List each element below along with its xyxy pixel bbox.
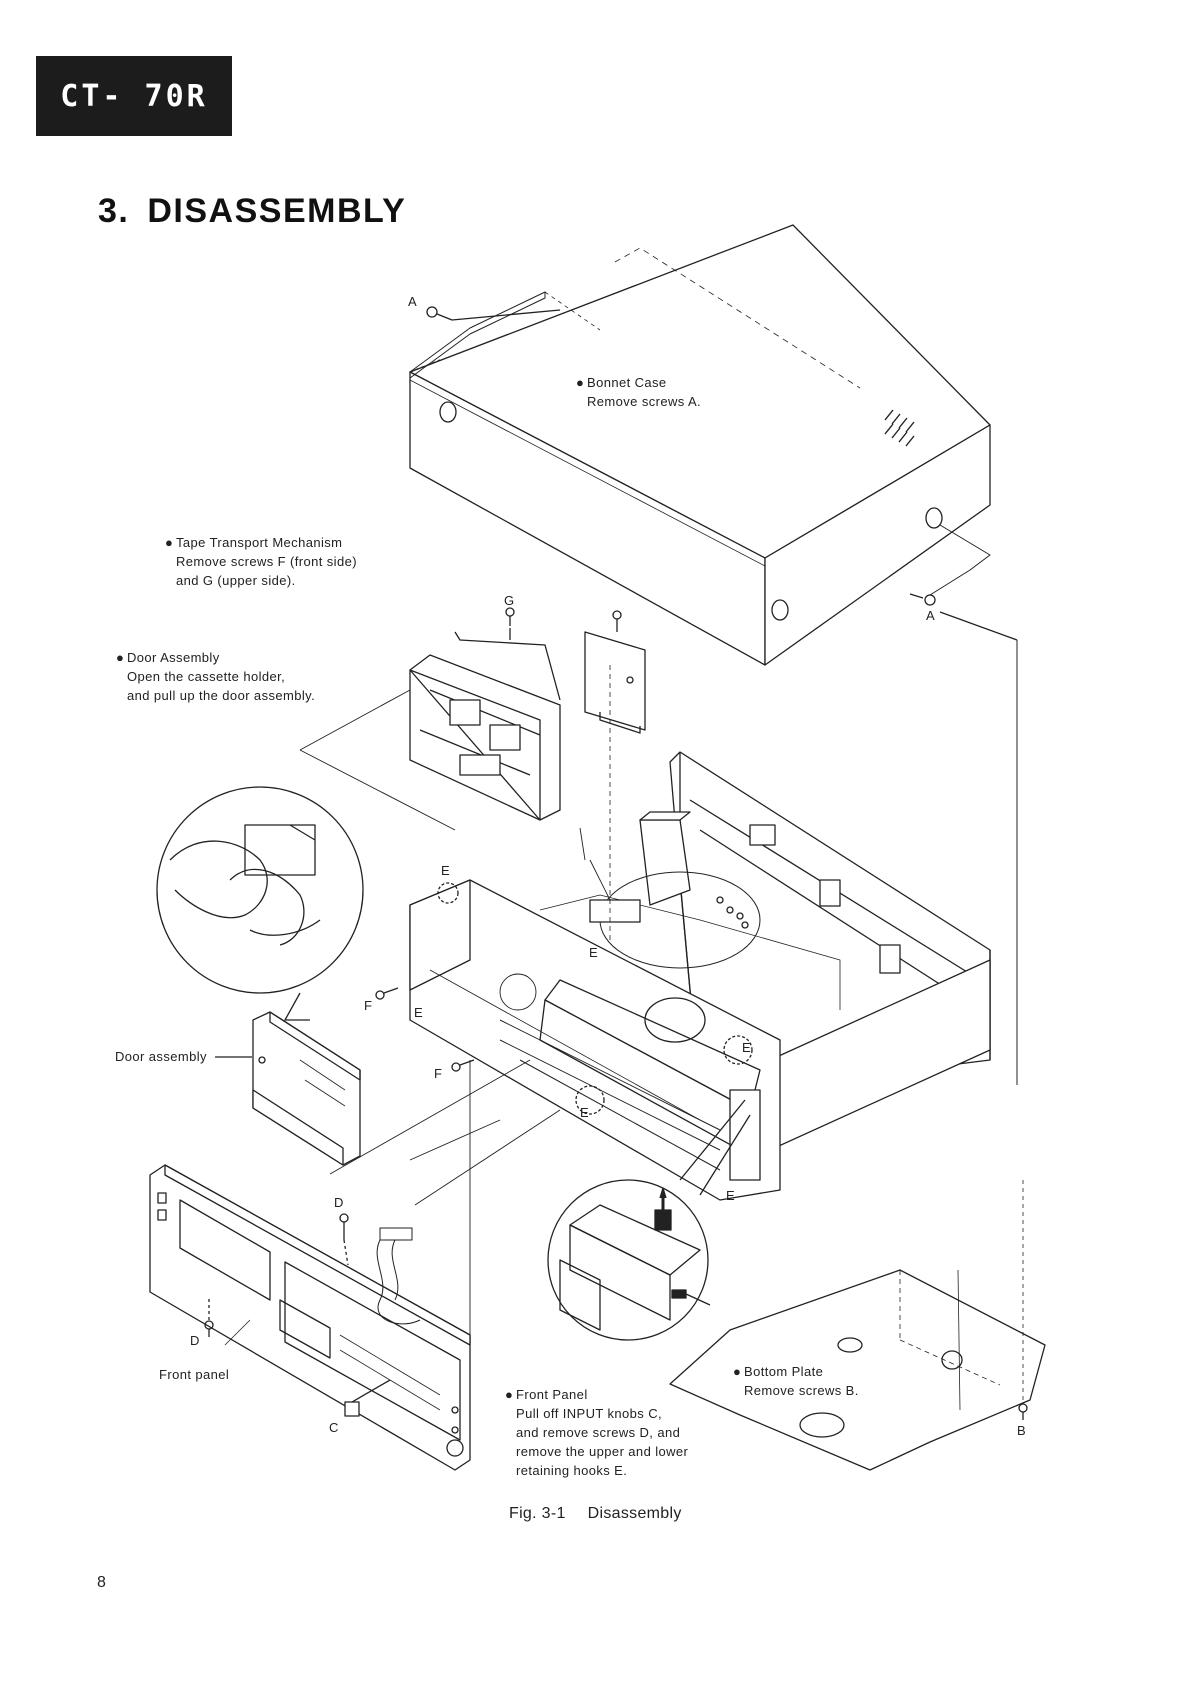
note-front-panel-line4: remove the upper and lower [516,1444,689,1459]
letter-c: C [329,1420,339,1435]
front-subchassis-drawing [409,879,781,1201]
label-front-panel: Front panel [159,1367,230,1382]
note-tape-transport-line2: Remove screws F (front side) [176,554,357,569]
screw-f-drawings [375,987,475,1072]
letter-b: B [1017,1423,1026,1438]
door-detail-circle-drawing [156,786,364,1021]
note-door-assembly: ●Door Assembly Open the cassette holder,… [116,648,315,705]
bullet-icon: ● [733,1364,742,1379]
figure-caption-label: Fig. 3-1 [509,1505,566,1522]
screw-a-right-drawing [909,524,1018,1085]
label-door-assembly: Door assembly [115,1049,207,1064]
note-bottom-plate: ●Bottom Plate Remove screws B. [733,1362,859,1400]
note-tape-transport: ●Tape Transport Mechanism Remove screws … [165,533,357,590]
letter-e-2: E [589,945,598,960]
letter-d-1: D [334,1195,344,1210]
bullet-icon: ● [116,650,125,665]
note-bottom-plate-instruction: Remove screws B. [744,1383,859,1398]
letter-f-2: F [434,1066,442,1081]
hook-detail-circle-drawing [547,1099,751,1341]
note-door-assembly-title: Door Assembly [127,650,220,665]
bottom-plate-drawing [669,1180,1046,1471]
note-bottom-plate-title: Bottom Plate [744,1364,824,1379]
section-number: 3. [98,192,130,230]
note-bonnet-case-instruction: Remove screws A. [587,394,702,409]
letter-e-4: E [742,1040,751,1055]
letter-e-6: E [726,1188,735,1203]
door-assembly-drawing [215,1011,361,1166]
bullet-icon: ● [505,1387,514,1402]
note-front-panel-line2: Pull off INPUT knobs C, [516,1406,662,1421]
front-panel-drawing [149,1164,471,1471]
front-panel-leaders [329,1059,561,1335]
letter-e-3: E [414,1005,423,1020]
note-door-assembly-line3: and pull up the door assembly. [127,688,316,703]
knob-c-drawing [344,1379,391,1417]
note-door-assembly-line2: Open the cassette holder, [127,669,286,684]
letter-a-right: A [926,608,935,623]
letter-e-5: E [580,1105,589,1120]
figure-caption-text: Disassembly [587,1505,682,1522]
note-tape-transport-title: Tape Transport Mechanism [176,535,343,550]
page-number: 8 [97,1574,106,1591]
note-bonnet-case: ●Bonnet Case Remove screws A. [576,373,701,411]
bullet-icon: ● [576,375,585,390]
bullet-icon: ● [165,535,174,550]
note-front-panel: ●Front Panel Pull off INPUT knobs C, and… [505,1385,688,1480]
note-tape-transport-line3: and G (upper side). [176,573,296,588]
bracket-plate-drawing [584,610,646,940]
note-front-panel-line5: retaining hooks E. [516,1463,628,1478]
letter-d-2: D [190,1333,200,1348]
model-badge-text: CT- 70R [60,78,208,114]
ribbon-cable-drawing [376,1227,421,1325]
tape-mechanism-drawing [409,607,561,821]
screw-a-top-drawing [426,306,561,321]
letter-e-1: E [441,863,450,878]
letter-g: G [504,593,515,608]
screw-d-drawings [204,1213,349,1337]
note-front-panel-line3: and remove screws D, and [516,1425,681,1440]
bonnet-case-drawing [409,224,991,666]
section-heading: 3. DISASSEMBLY [98,192,406,231]
letter-a-top: A [408,294,417,309]
section-title: DISASSEMBLY [147,192,407,230]
note-bonnet-case-title: Bonnet Case [587,375,667,390]
model-badge: CT- 70R [36,56,232,136]
letter-f-1: F [364,998,372,1013]
note-front-panel-title: Front Panel [516,1387,588,1402]
figure-caption: Fig. 3-1 Disassembly [509,1505,682,1523]
tape-mechanism-leaders [299,689,611,901]
